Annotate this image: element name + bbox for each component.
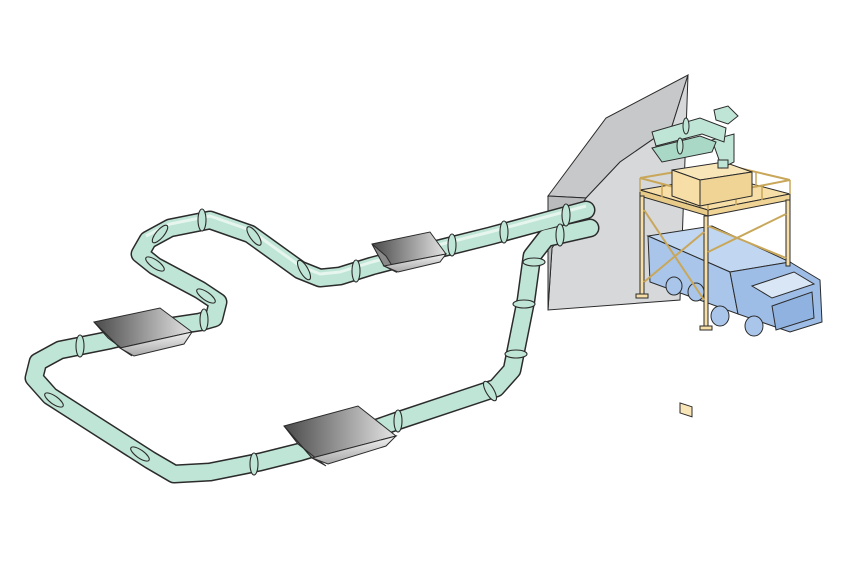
platform-leg [639,195,645,297]
hopper-body [310,435,398,465]
hopper-body [382,253,448,273]
pipeline [24,200,600,484]
flange [351,259,361,283]
flange [75,334,85,358]
receiver-box-hatch [679,402,693,418]
flange [447,233,457,257]
hopper-bottom [283,405,398,467]
pipe-flanges [44,203,571,476]
cyclone-neck [717,159,729,169]
platform-brace [707,213,787,253]
cyclone-receiver [651,105,739,169]
flange [130,446,150,462]
flange [555,223,565,247]
platform-brace [643,231,705,283]
truck-wheel [687,282,705,302]
hopper-front [93,321,133,357]
flange [504,349,528,359]
platform-foot [699,325,713,331]
flange [145,256,165,272]
flange [561,203,571,227]
flange [196,288,216,304]
flange [246,226,262,246]
flange [482,380,498,402]
flange [393,409,403,433]
cyclone-top-cap [713,105,739,125]
platform-foot [635,293,649,299]
truck-windshield [750,271,816,299]
flange [151,224,169,244]
flange [249,452,259,476]
flange [512,299,536,309]
hopper-left [92,307,194,357]
cyclone-arm-lower [651,135,717,163]
cyclone-arm-upper [651,117,727,147]
platform-brace [643,209,705,301]
hopper-top [371,231,448,274]
flange [296,259,312,281]
receiver-box-side [699,171,753,207]
flange [199,308,209,332]
truck-wheel [665,276,683,296]
flange [499,220,509,244]
cyclone-flange [676,137,684,155]
cyclone-flange [682,117,690,135]
flange [522,257,546,267]
truck-wheel [710,305,730,327]
platform-leg [785,199,791,267]
platform-brace [707,225,787,259]
pipe-highlight [145,204,587,276]
hopper-front [283,425,327,467]
truck-grille [771,291,815,331]
flange [197,208,207,232]
flange [44,392,64,408]
bulk-tank-truck [646,225,823,337]
hopper-body [118,331,194,357]
truck-wheel [744,315,764,337]
loading-platform [635,161,791,418]
